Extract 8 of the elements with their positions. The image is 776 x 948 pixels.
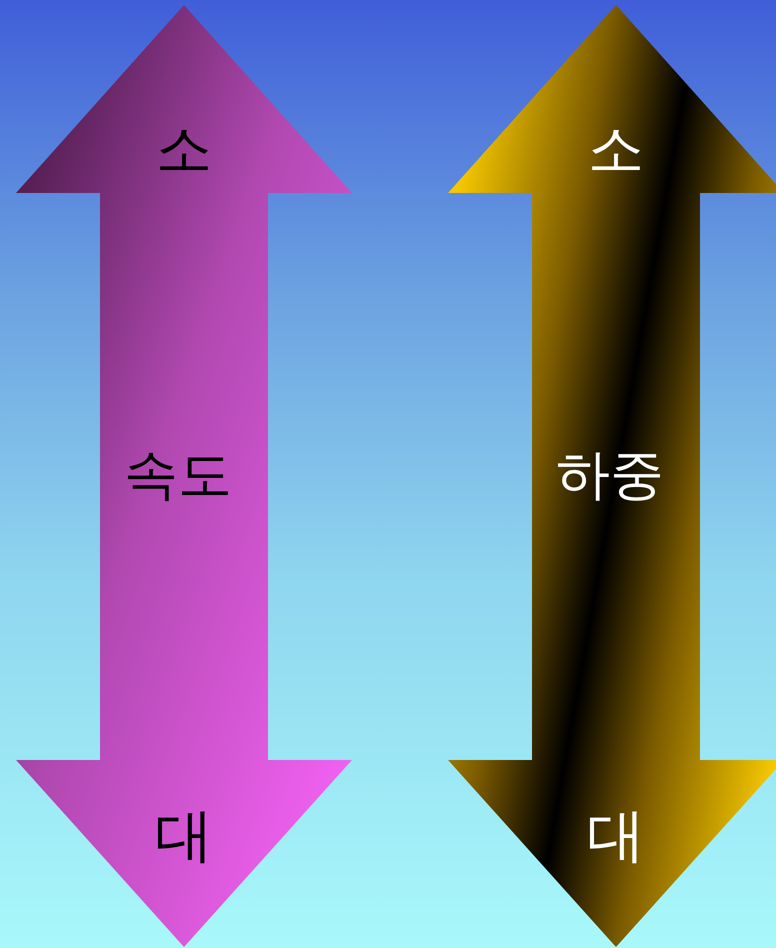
double-arrow	[16, 5, 352, 947]
double-arrow	[448, 5, 776, 947]
arrow-label: 속도	[124, 448, 232, 502]
arrow-label: 소	[156, 122, 212, 178]
arrow-label: 소	[588, 122, 644, 178]
arrow-label: 대	[155, 806, 213, 864]
arrow-label: 대	[587, 806, 645, 864]
arrow-label: 하중	[556, 448, 664, 502]
